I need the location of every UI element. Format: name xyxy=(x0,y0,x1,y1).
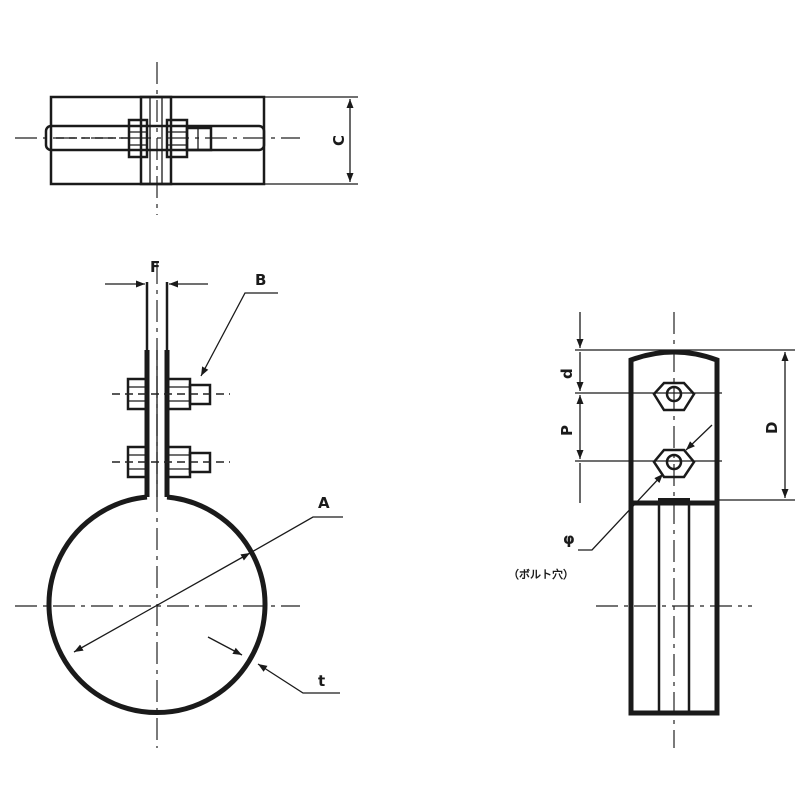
leader-a xyxy=(249,516,343,554)
dimension-c-label: C xyxy=(330,135,348,146)
front-view: F B A t xyxy=(15,258,343,748)
leader-t xyxy=(257,663,340,694)
dimension-p-label: P xyxy=(558,425,576,436)
side-bolt-head-upper xyxy=(652,381,696,412)
front-bolt-lower xyxy=(112,445,230,479)
label-bolt-hole: （ボルト穴） xyxy=(508,567,574,581)
dimension-big-d-label: D xyxy=(763,422,781,434)
side-bolt-head-lower xyxy=(652,448,696,479)
dimension-f-label: F xyxy=(150,258,160,276)
dimension-d-small-label: d xyxy=(558,368,576,379)
phi-arrow-upper xyxy=(685,424,713,451)
leader-b xyxy=(200,292,278,377)
thickness-arrow-inner xyxy=(207,636,243,656)
top-view-flange xyxy=(139,95,173,186)
dimension-a-line xyxy=(73,552,251,653)
top-view: C xyxy=(15,62,358,215)
top-view-nut-left xyxy=(127,118,149,159)
label-b: B xyxy=(255,271,266,289)
label-a: A xyxy=(318,494,330,512)
side-view: d P D φ （ボルト穴） xyxy=(508,312,795,748)
top-view-bolt-shank xyxy=(44,124,266,152)
band-top-fill xyxy=(658,498,690,504)
top-view-bolt-end xyxy=(185,126,213,152)
front-bolt-upper xyxy=(112,377,230,411)
label-phi: φ xyxy=(563,530,575,548)
label-t: t xyxy=(318,672,325,690)
pipe-band-ring xyxy=(46,494,268,715)
side-flange-outline xyxy=(628,349,720,716)
phi-leader xyxy=(578,473,664,551)
